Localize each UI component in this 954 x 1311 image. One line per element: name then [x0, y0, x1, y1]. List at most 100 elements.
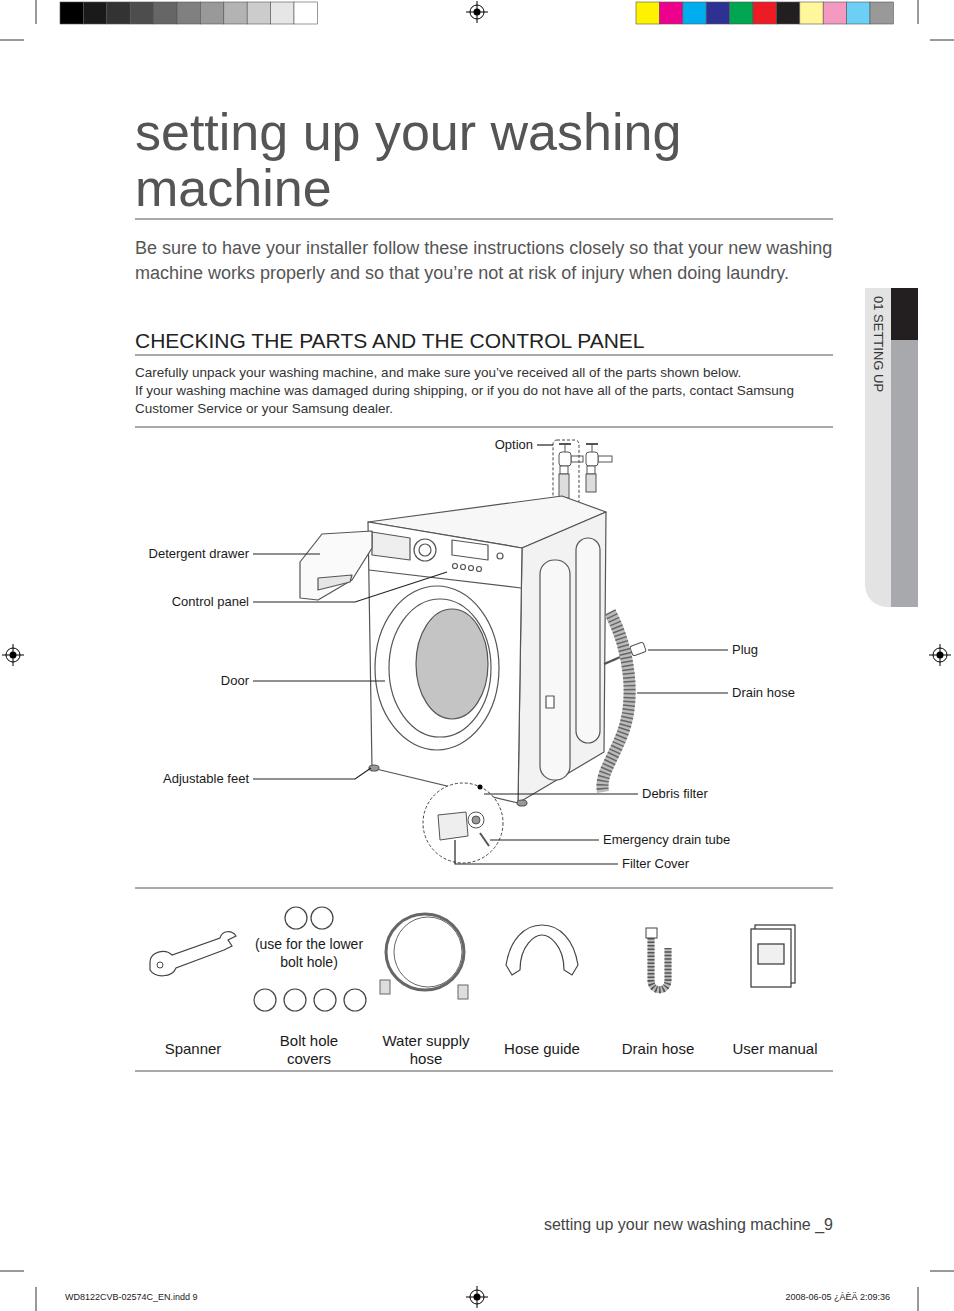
bolt-cover [344, 989, 366, 1011]
tab-bar [891, 288, 918, 340]
manual-cover [751, 929, 791, 987]
crop-mark [0, 40, 24, 41]
registration-mark [2, 644, 24, 666]
part-label: Emergency drain tube [603, 832, 730, 848]
part-label: Adjustable feet [163, 771, 249, 787]
hose-end [646, 928, 657, 938]
registration-line [477, 1, 478, 23]
program-dial [414, 539, 436, 561]
drain-hose-ribs [602, 612, 629, 792]
part-label: Plug [732, 642, 758, 658]
tap-icon [586, 444, 612, 492]
leader-line [537, 444, 553, 445]
body-text: If your washing machine was damaged duri… [135, 382, 835, 418]
hose-connector [380, 980, 390, 994]
spanner-shape [150, 932, 236, 976]
bolt-cover [311, 907, 333, 929]
registration-mark [466, 1, 488, 23]
accessory-name: Water supply hose [370, 1032, 482, 1068]
crop-mark [36, 0, 37, 24]
option-bracket [553, 440, 579, 504]
tap-hose [586, 474, 596, 492]
gray-bar [294, 2, 317, 24]
leader-line [253, 680, 385, 681]
part-label: Debris filter [642, 786, 708, 802]
panel-button [453, 564, 458, 569]
tap-spout [560, 466, 568, 474]
gray-bar [200, 2, 223, 24]
crop-mark [0, 1271, 24, 1272]
hose-coil [394, 917, 462, 987]
drain-hose-drawing [602, 612, 629, 792]
hose-coil [386, 914, 464, 990]
color-bar [870, 2, 893, 24]
door-frame [375, 586, 499, 750]
part-label: Filter Cover [622, 856, 689, 872]
tap-spout [587, 466, 595, 474]
tap-handle [586, 443, 598, 445]
tab-bar [891, 340, 918, 607]
side-panel [540, 560, 570, 780]
part-label: Control panel [172, 594, 249, 610]
gray-bar [271, 2, 294, 24]
machine-front [368, 522, 522, 803]
drawer-handle [318, 575, 352, 590]
gray-bar [154, 2, 177, 24]
bolt-cover [314, 989, 336, 1011]
washing-machine [300, 496, 606, 806]
section-tab: 01 SETTING UP [865, 288, 891, 607]
part-label: Detergent drawer [149, 546, 249, 562]
display [452, 540, 488, 560]
hose-connector [458, 985, 468, 999]
accessory-name: Bolt hole covers [268, 1032, 350, 1068]
debris-filter [468, 812, 484, 828]
panel-button [477, 567, 482, 572]
title-rule [135, 219, 833, 220]
tap-pipe [598, 456, 612, 462]
tap-body [559, 452, 571, 466]
pointer-dot [478, 785, 483, 790]
color-bar [823, 2, 846, 24]
door-glass [416, 609, 488, 719]
gray-bar [83, 2, 106, 24]
registration-mark [466, 1286, 488, 1308]
drain-hose-shape [651, 938, 668, 990]
leader-line [455, 840, 618, 864]
panel-button [469, 566, 474, 571]
tap-hose [559, 474, 569, 498]
registration-line [13, 644, 14, 666]
leader-line [253, 572, 447, 602]
crop-mark [930, 40, 954, 41]
door-ring [389, 599, 491, 737]
detergent-drawer [300, 531, 372, 600]
crop-mark [918, 0, 919, 24]
leader-line [484, 793, 638, 794]
tap-handle [559, 443, 571, 445]
bolt-cover [254, 989, 276, 1011]
table-rule [135, 1071, 833, 1072]
drain-hose-ribs [651, 938, 668, 990]
side-panel [576, 538, 600, 743]
bolt-cover [285, 907, 307, 929]
leader-line [490, 839, 599, 840]
filter-inset [423, 783, 503, 863]
leader-line [253, 553, 320, 554]
figure-rule [135, 427, 833, 428]
tap-stem [592, 444, 593, 452]
water-hose-icon [380, 914, 468, 999]
gray-bar [247, 2, 270, 24]
gray-bar [107, 2, 130, 24]
tab-text: 01 SETTING UP [865, 296, 891, 392]
crop-mark [36, 1287, 37, 1311]
color-bar [706, 2, 729, 24]
leader-line [253, 768, 371, 779]
crop-mark [930, 1271, 954, 1272]
usage-note: (use for the lower bolt hole) [249, 935, 369, 971]
crop-mark [918, 1287, 919, 1311]
color-bar [800, 2, 823, 24]
color-bar [730, 2, 753, 24]
bolt-cover [284, 989, 306, 1011]
drain-hose-icon [646, 928, 668, 990]
color-bar [847, 2, 870, 24]
